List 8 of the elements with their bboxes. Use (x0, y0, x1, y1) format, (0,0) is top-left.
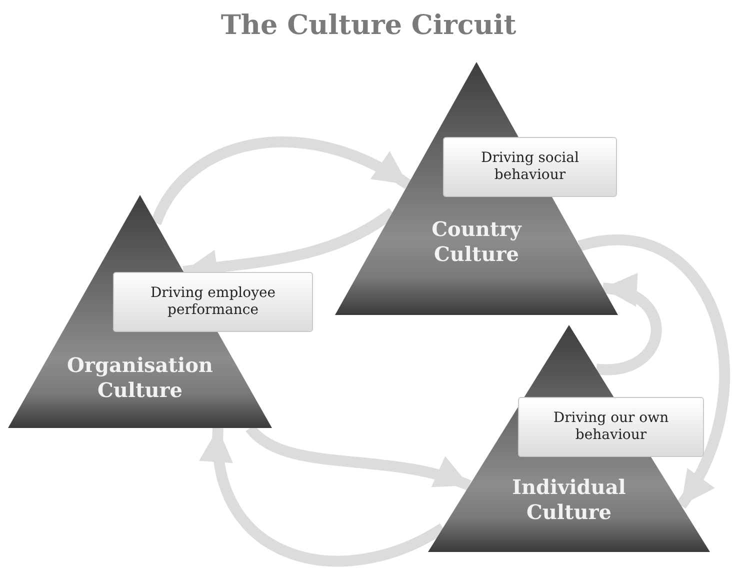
triangle-label: Individual Culture (511, 475, 627, 525)
curved-arrow (150, 136, 411, 226)
curved-arrow (578, 234, 730, 508)
caption-box: Driving employee performance (113, 272, 313, 332)
diagram-title: The Culture Circuit (220, 10, 518, 41)
curved-arrow (596, 276, 662, 375)
triangle-label: Country Culture (430, 217, 523, 267)
triangle-label: Organisation Culture (66, 353, 214, 403)
